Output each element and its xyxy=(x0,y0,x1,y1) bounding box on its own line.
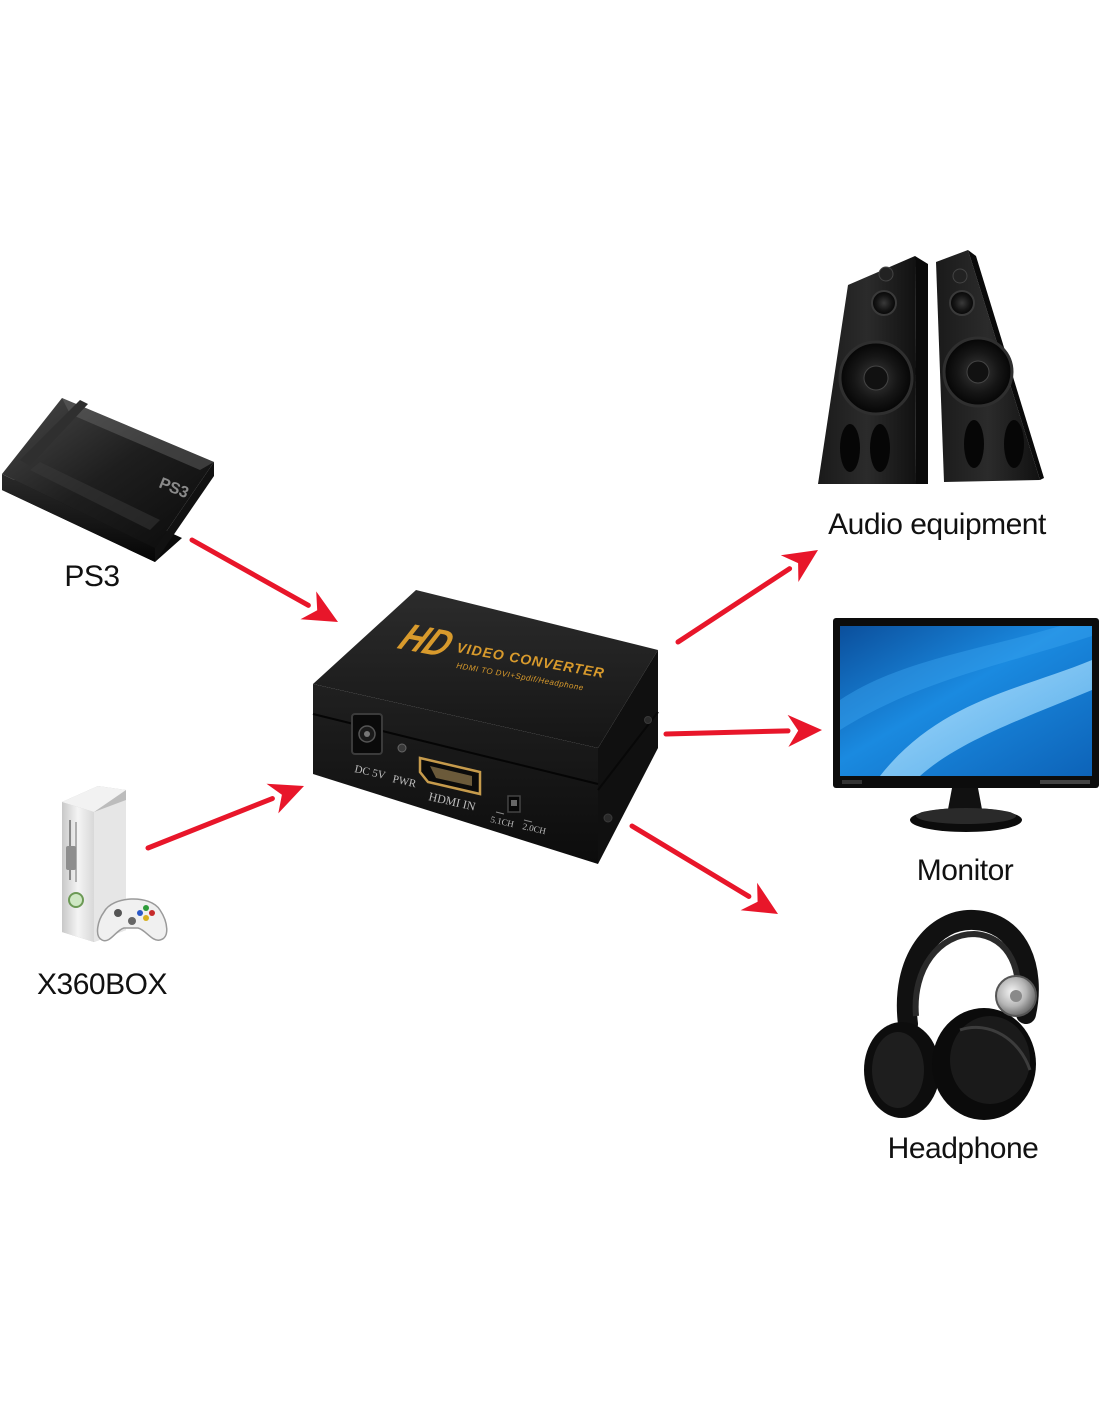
monitor-icon xyxy=(833,618,1099,832)
arrow-shaft xyxy=(629,823,752,899)
arrow-converter-to-headphone xyxy=(629,823,778,914)
monitor-label: Monitor xyxy=(916,854,1014,887)
xbox360-console-icon xyxy=(62,786,168,942)
arrow-x360box-to-converter xyxy=(145,783,304,851)
port-label-pwr: PWR xyxy=(391,773,418,790)
ps3-label: PS3 xyxy=(64,560,120,593)
arrow-head xyxy=(740,882,778,914)
arrow-head xyxy=(787,714,822,747)
arrow-shaft xyxy=(675,566,793,645)
hd-video-converter-device: HD VIDEO CONVERTER HDMI TO DVI+Spdif/Hea… xyxy=(312,590,659,864)
arrow-shaft xyxy=(663,728,791,737)
arrow-shaft xyxy=(189,537,311,608)
arrow-head xyxy=(266,783,304,814)
arrow-head xyxy=(780,550,818,582)
arrow-converter-to-audio xyxy=(675,550,818,645)
speakers-icon xyxy=(818,250,1044,484)
x360box-label: X360BOX xyxy=(37,968,167,1001)
headphones-icon xyxy=(864,910,1039,1120)
arrow-layer xyxy=(145,537,822,914)
ps3-console-icon: PS3 xyxy=(2,398,214,562)
arrow-converter-to-monitor xyxy=(663,714,822,747)
arrow-ps3-to-converter xyxy=(189,537,338,622)
arrow-head xyxy=(300,591,338,622)
headphone-label: Headphone xyxy=(887,1132,1039,1165)
audio-equipment-label: Audio equipment xyxy=(828,508,1046,541)
arrow-shaft xyxy=(145,796,275,851)
